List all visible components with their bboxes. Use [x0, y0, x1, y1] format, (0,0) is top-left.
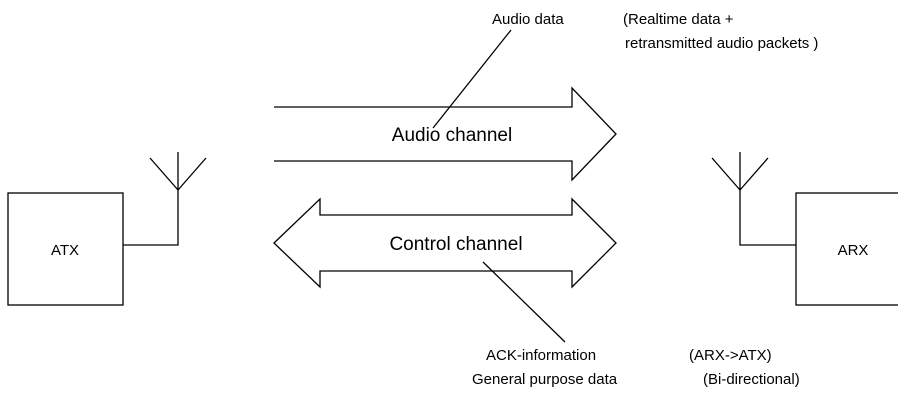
audio-channel-arrow: Audio channel	[274, 86, 617, 182]
ack-leader-line	[482, 261, 566, 343]
audio-data-leader-line	[432, 29, 512, 129]
antenna-icon	[123, 152, 207, 246]
arx-box	[795, 192, 898, 306]
audio-data-note-line2: retransmitted audio packets )	[625, 35, 818, 52]
ack-information-label: ACK-information	[486, 347, 596, 364]
general-purpose-data-label: General purpose data	[472, 371, 618, 388]
atx-box	[7, 192, 124, 306]
audio-channel-label: Audio channel	[392, 125, 512, 146]
audio-data-note-line1: (Realtime data +	[623, 11, 734, 28]
control-channel-label: Control channel	[389, 234, 522, 255]
audio-data-label: Audio data	[492, 11, 564, 28]
control-channel-arrow: Control channel	[273, 197, 617, 289]
atx-label: ATX	[51, 242, 79, 259]
ack-direction-label: (ARX->ATX)	[689, 347, 772, 364]
antenna-icon	[711, 152, 796, 246]
general-purpose-direction-label: (Bi-directional)	[703, 371, 800, 388]
arx-label: ARX	[838, 242, 869, 259]
